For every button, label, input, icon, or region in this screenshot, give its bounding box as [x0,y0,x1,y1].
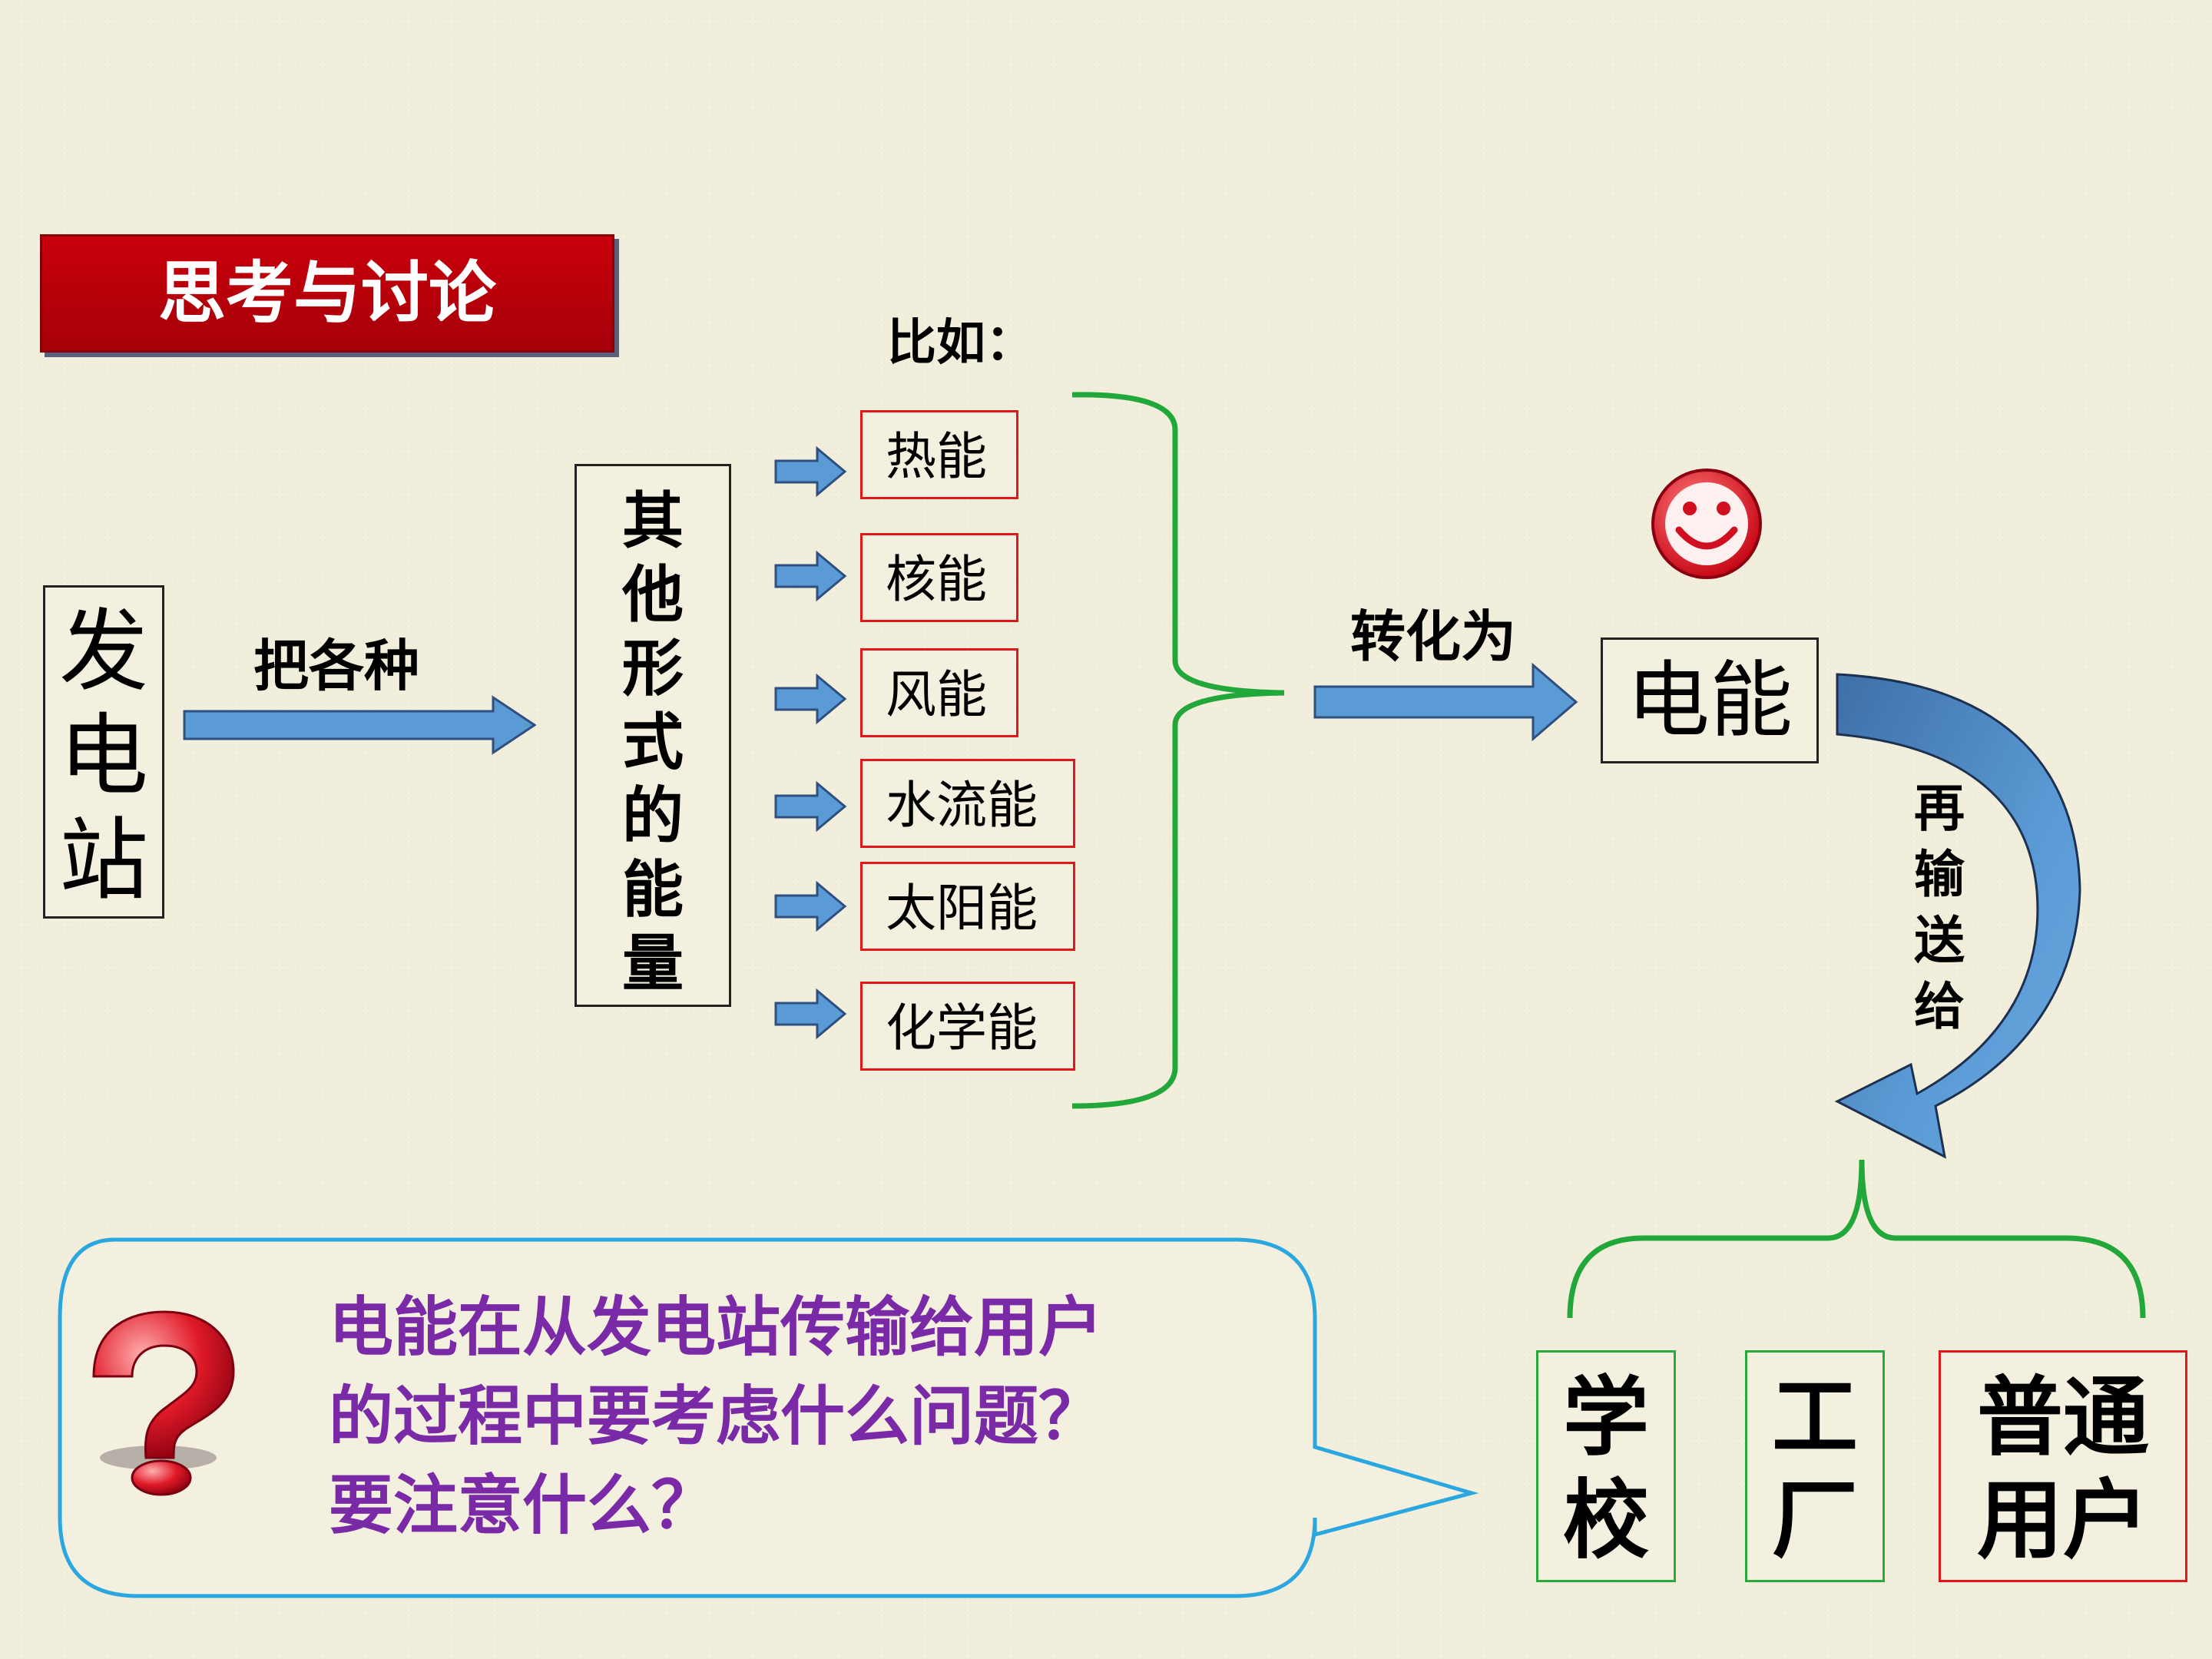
user-factory-char: 厂 [1772,1471,1858,1571]
energy-brace [1071,392,1285,1109]
other-forms-char: 形 [622,633,684,704]
power-station-char: 发 [59,600,148,704]
power-station-char: 站 [59,809,148,912]
arrow-water [774,780,847,833]
send-label-char: 给 [1914,977,1965,1036]
title-banner: 思考与讨论 [40,234,614,353]
other-forms-char: 式 [622,707,684,778]
energy-water: 水流能 [860,759,1075,848]
electric-energy-text: 电能 [1626,653,1793,749]
other-forms-box: 其 他 形 式 的 能 量 [575,464,731,1007]
energy-chemical: 化学能 [860,982,1075,1071]
other-forms-char: 能 [622,854,684,926]
arrow-heat [774,445,847,498]
question-mark-icon [92,1310,235,1496]
user-school-box: 学 校 [1536,1350,1676,1582]
curved-arrow-to-users [1834,673,2081,1159]
energy-heat: 热能 [860,410,1018,499]
title-text: 思考与讨论 [157,253,496,333]
energy-nuclear: 核能 [860,533,1018,622]
other-forms-char: 量 [622,928,684,999]
other-forms-char: 他 [622,559,684,631]
arrow-to-other-forms [183,695,537,755]
users-brace [1567,1159,2146,1319]
energy-wind: 风能 [860,648,1018,737]
question-line: 电能在从发电站传输给用户 [329,1290,1104,1365]
send-label-char: 再 [1914,779,1965,838]
user-school-char: 学 [1563,1368,1649,1468]
user-home-box: 普通 用户 [1939,1350,2187,1582]
electric-energy-box: 电能 [1601,637,1819,763]
convert-label: 把各种 [253,634,420,698]
question-line: 要注意什么？ [329,1468,717,1543]
arrow-nuclear [774,550,847,602]
question-line: 的过程中要考虑什么问题？ [329,1379,1104,1454]
speech-bubble [58,1237,1479,1598]
arrow-to-electric [1313,662,1578,742]
power-station-char: 电 [59,704,148,808]
user-home-line: 普通 [1977,1368,2149,1468]
question-text: 电能在从发电站传输给用户 的过程中要考虑什么问题？ 要注意什么？ [329,1283,1281,1550]
arrow-chemical [774,988,847,1040]
other-forms-char: 的 [622,780,684,852]
user-school-char: 校 [1563,1471,1649,1571]
user-factory-box: 工 厂 [1745,1350,1885,1582]
arrow-solar [774,880,847,932]
arrow-wind [774,673,847,725]
convert-to-label: 转化为 [1350,604,1517,669]
send-label-char: 送 [1914,911,1965,970]
example-label: 比如： [887,315,1035,372]
send-label: 再 输 送 给 [1914,776,1965,1040]
smiley-icon [1651,469,1762,579]
user-home-line: 用户 [1977,1471,2149,1571]
send-label-char: 输 [1914,845,1965,904]
other-forms-char: 其 [622,485,684,557]
user-factory-char: 工 [1772,1368,1858,1468]
energy-arrows [774,445,847,1040]
power-station-box: 发 电 站 [43,585,164,919]
energy-solar: 太阳能 [860,862,1075,951]
